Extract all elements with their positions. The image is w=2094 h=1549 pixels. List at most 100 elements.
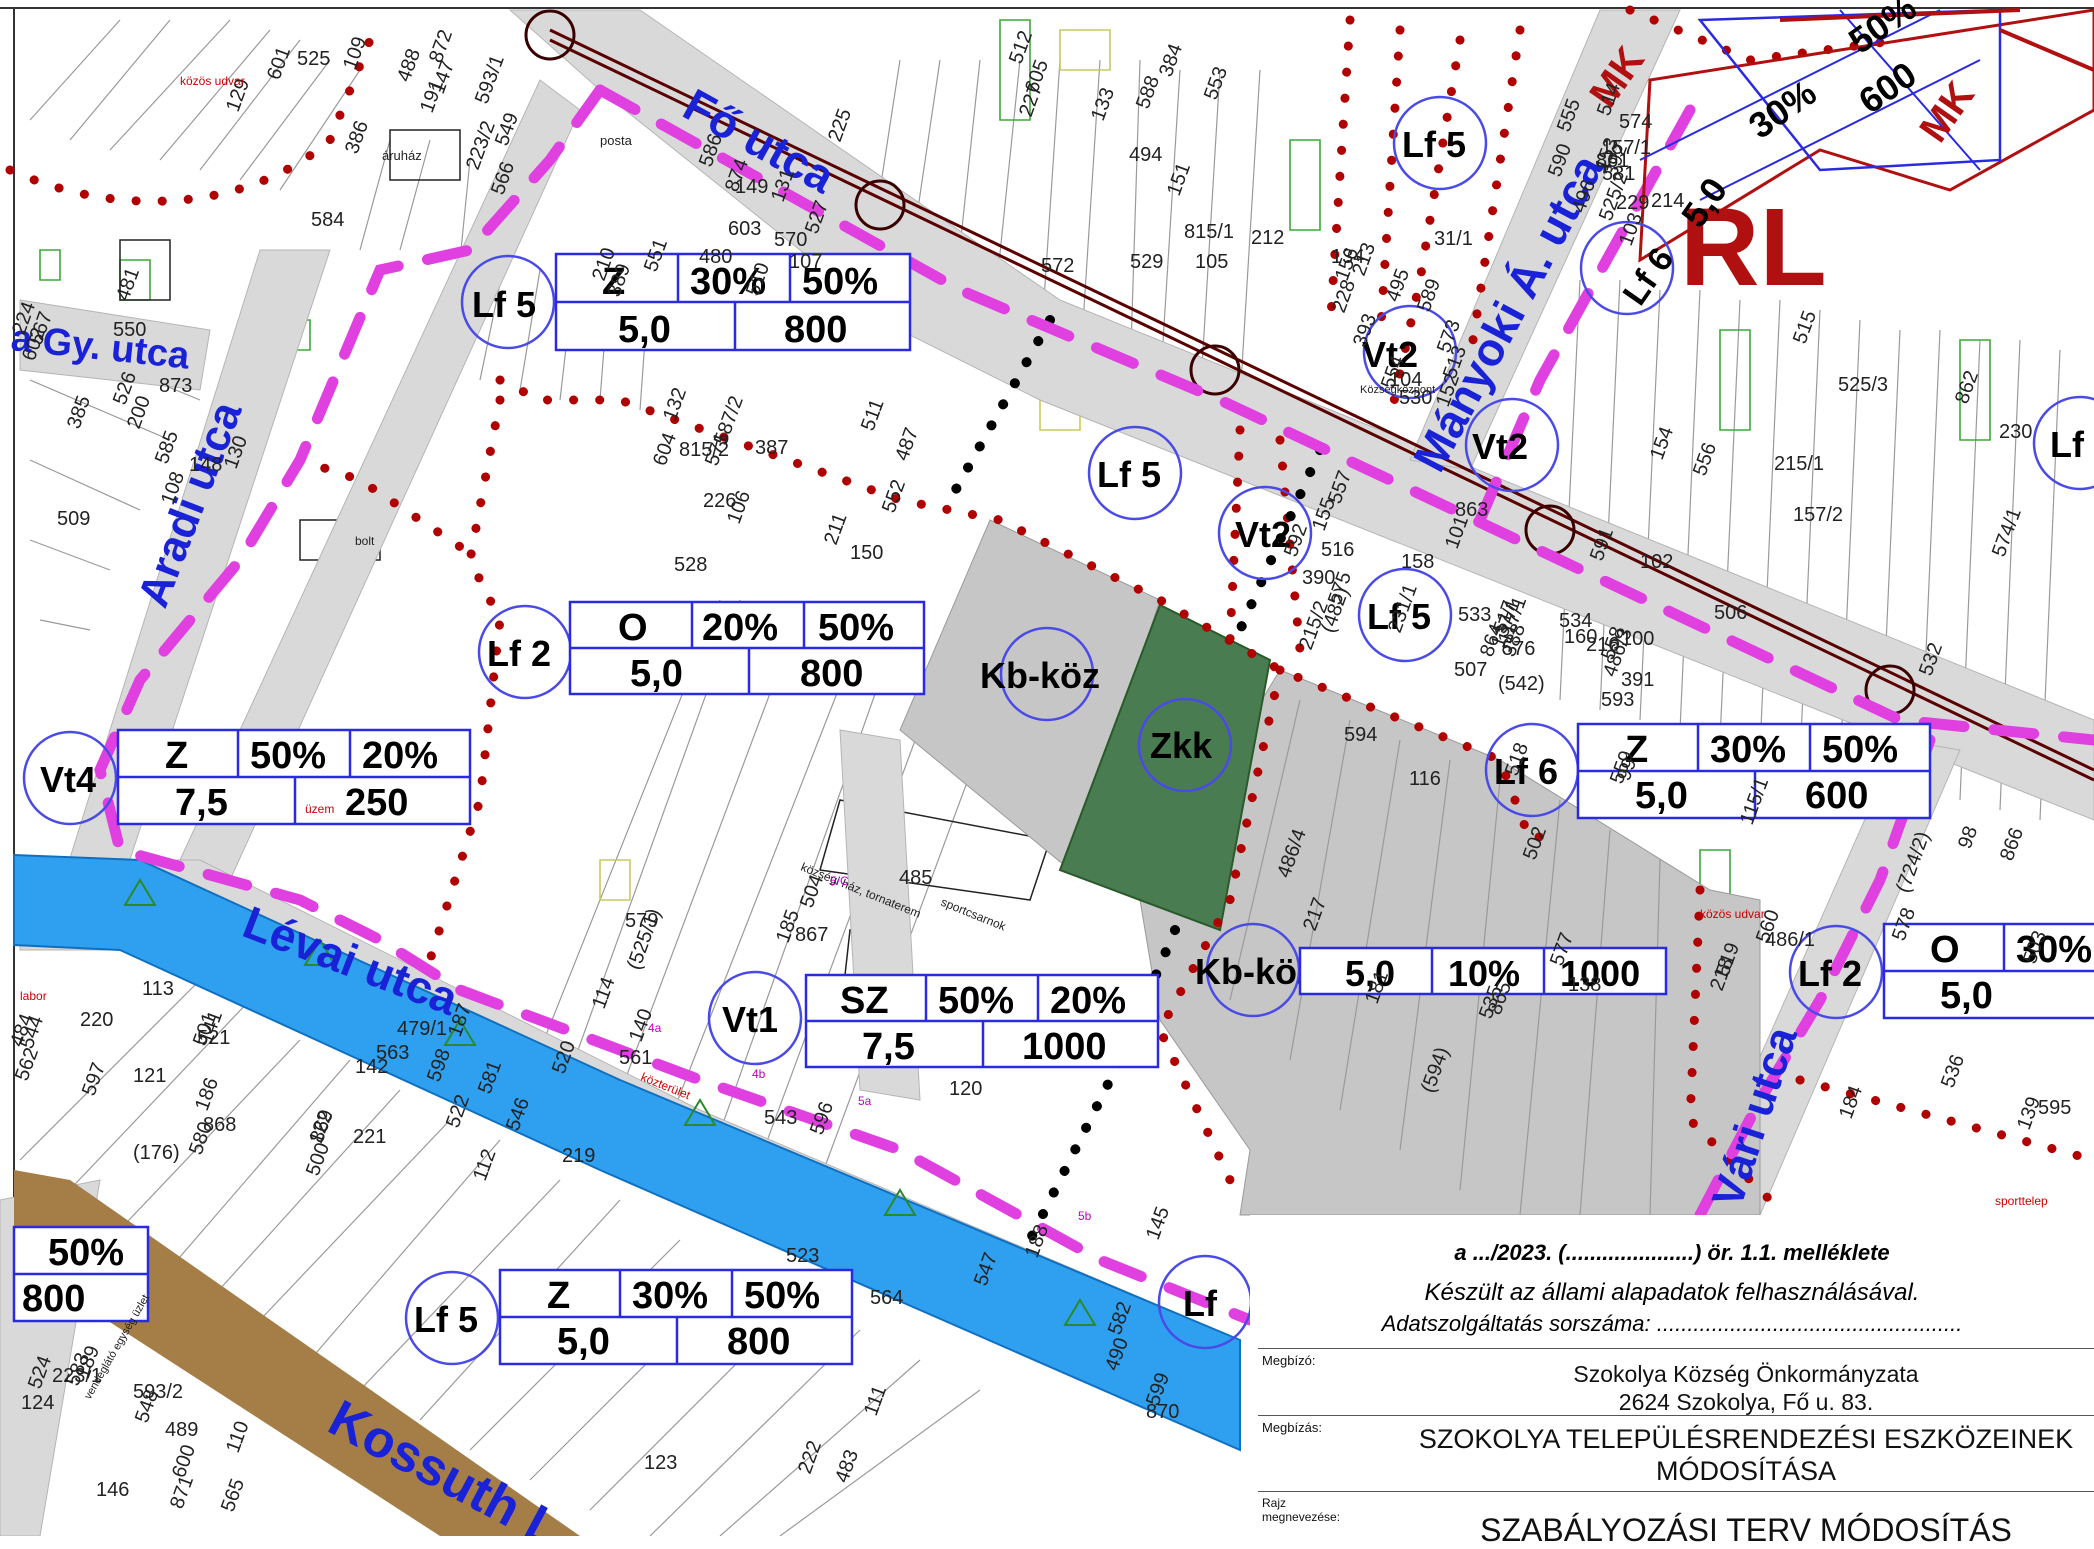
- label-4a: 4a: [648, 1021, 662, 1035]
- label-4b: 4b: [752, 1067, 766, 1081]
- parcel-number: 594: [1344, 724, 1377, 746]
- zone-code: Vt2: [1235, 514, 1291, 555]
- parcel-number: 564: [870, 1287, 903, 1309]
- parcel-number: 486/1: [1765, 929, 1815, 951]
- zone-code: Vt4: [40, 759, 96, 800]
- label-5c: 5/C: [830, 874, 849, 888]
- rl-big-label: RL: [1680, 186, 1827, 309]
- parcel-number: 593: [1601, 689, 1634, 711]
- svg-text:5,0: 5,0: [630, 653, 683, 695]
- label-kozsegkozpont: Községközpont: [1360, 384, 1435, 396]
- fo-utca-centerline: [524, 9, 2094, 782]
- svg-text:Z: Z: [547, 1275, 570, 1317]
- parcel-number: 861: [1596, 150, 1629, 172]
- parcel-number: 603: [728, 218, 761, 240]
- parcel-number: 507: [1454, 659, 1487, 681]
- commission-line1: SZOKOLYA TELEPÜLÉSRENDEZÉSI ESZKÖZEINEK: [1418, 1424, 2074, 1454]
- svg-text:10%: 10%: [1448, 953, 1520, 994]
- svg-text:Z: Z: [602, 261, 625, 303]
- commission-key: Megbízás:: [1262, 1420, 1322, 1435]
- source-line: Készült az állami alapadatok felhasználá…: [1424, 1279, 1920, 1306]
- svg-text:5,0: 5,0: [1940, 975, 1993, 1017]
- parcel-number: 529: [1130, 251, 1163, 273]
- parcel-number: 563: [376, 1042, 409, 1064]
- parcel-number: 521: [197, 1027, 230, 1049]
- svg-text:5,0: 5,0: [618, 309, 671, 351]
- zone-code: Vt1: [722, 999, 778, 1040]
- zone-circles: [22, 95, 2094, 1366]
- zone-table-8: Z 30% 50% 5,0 800: [498, 1268, 854, 1366]
- parcel-number: 104: [1389, 369, 1422, 391]
- parcel-number: 593/2: [133, 1381, 183, 1403]
- parcel-number: 873: [159, 375, 192, 397]
- parcel-number: 116: [1409, 768, 1441, 790]
- parcel-number: (542): [1498, 673, 1545, 695]
- svg-text:50%: 50%: [818, 607, 894, 649]
- drawing-key: Rajz megnevezése:: [1262, 1496, 1341, 1524]
- parcel-number: 220: [80, 1009, 113, 1031]
- parcel-number: 870: [1146, 1401, 1179, 1423]
- zone-table-5: SZ 50% 20% 7,5 1000: [804, 973, 1160, 1069]
- zone-code: Kb-köz: [980, 655, 1100, 696]
- svg-text:7,5: 7,5: [862, 1026, 915, 1068]
- svg-text:Z: Z: [165, 735, 188, 777]
- svg-text:50%: 50%: [48, 1232, 124, 1274]
- label-posta: posta: [600, 133, 633, 148]
- drawing-row: Rajz megnevezése: SZABÁLYOZÁSI TERV MÓDO…: [1258, 1491, 2094, 1548]
- svg-text:5,0: 5,0: [1635, 775, 1688, 817]
- zone-boundaries: [5, 5, 2094, 1215]
- svg-text:SZ: SZ: [840, 980, 889, 1022]
- parcel-number: 525: [297, 48, 330, 70]
- parcel-number: 584: [311, 209, 344, 231]
- river-triangles: [123, 878, 1097, 1326]
- parcel-number: 534: [1559, 610, 1592, 632]
- parcel-number: 494: [1129, 144, 1162, 166]
- svg-text:O: O: [618, 607, 648, 649]
- parcel-number: 509: [57, 508, 90, 530]
- parcel-number: 221: [353, 1126, 386, 1148]
- parcel-number: 479/1: [397, 1018, 447, 1040]
- parcel-number: 223/1: [52, 1365, 102, 1387]
- svg-text:20%: 20%: [1050, 980, 1126, 1022]
- parcel-number: 525/3: [1838, 374, 1888, 396]
- parcel-number: 134: [1331, 246, 1364, 268]
- annex-line: a .../2023. (.....................) ör. …: [1454, 1240, 1890, 1265]
- parcel-number: 158: [1401, 551, 1434, 573]
- zone-code: Zkk: [1150, 725, 1213, 766]
- river: [13, 853, 1241, 1452]
- svg-text:50%: 50%: [744, 1275, 820, 1317]
- parcel-number: 107: [789, 251, 822, 273]
- zone-code: Kb-köz: [1195, 951, 1315, 992]
- client-row: Megbízó: Szokolya Község Önkormányzata 2…: [1258, 1348, 2094, 1429]
- planning-boundary: [94, 84, 2094, 1326]
- parcel-number: 523: [786, 1245, 819, 1267]
- zone-table-9: 50% 800: [12, 1225, 150, 1323]
- parcel-number: 543: [764, 1107, 797, 1129]
- svg-text:800: 800: [784, 309, 847, 351]
- svg-text:1000: 1000: [1022, 1026, 1107, 1068]
- drawing-title: SZABÁLYOZÁSI TERV MÓDOSÍTÁS: [1480, 1512, 2012, 1548]
- parcel-number: 561: [619, 1047, 652, 1069]
- parcel-number: 576: [1502, 638, 1535, 660]
- svg-text:50%: 50%: [938, 980, 1014, 1022]
- parcel-number: 506: [1714, 602, 1747, 624]
- parcel-number: 148: [189, 454, 222, 476]
- svg-text:50%: 50%: [1822, 729, 1898, 771]
- parcel-number: 219: [562, 1145, 595, 1167]
- label-aruhaz: áruház: [382, 148, 422, 163]
- svg-text:600: 600: [1805, 775, 1868, 817]
- parcel-number: 120: [949, 1078, 982, 1100]
- parcel-number: 229: [1616, 192, 1649, 214]
- parcel-number: 570: [774, 229, 807, 251]
- zone-code: Lf 5: [1402, 124, 1466, 165]
- label-bolt: bolt: [355, 534, 375, 548]
- svg-text:30%: 30%: [2016, 929, 2092, 971]
- zone-code: Lf 2: [1798, 953, 1862, 994]
- parcel-number: 215/1: [1774, 453, 1824, 475]
- zone-table-4: Z 30% 50% 5,0 600: [1576, 722, 1932, 820]
- parcel-number: 214: [1651, 190, 1684, 212]
- parcel-number: 595: [2038, 1097, 2071, 1119]
- parcel-number: 572: [1041, 255, 1074, 277]
- parcel-number: (176): [133, 1142, 180, 1164]
